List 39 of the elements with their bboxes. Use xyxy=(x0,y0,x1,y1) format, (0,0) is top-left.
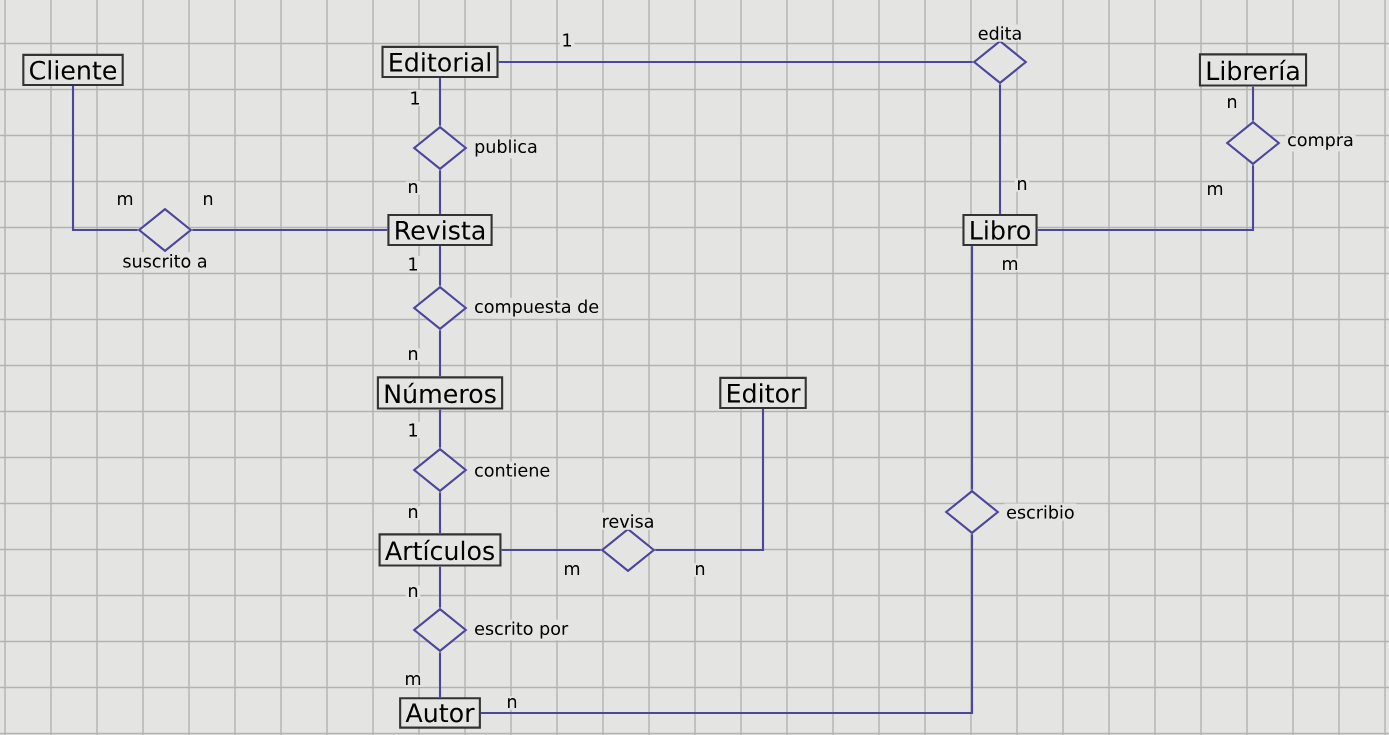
connector-line xyxy=(1037,165,1255,232)
entity-box: Librería xyxy=(1198,53,1308,87)
connector-line xyxy=(498,60,973,64)
relationship-label: escrito por xyxy=(472,619,570,641)
connector-line xyxy=(970,246,974,490)
relationship-label: contiene xyxy=(472,461,552,479)
entity-box: Números xyxy=(376,376,504,410)
connector-line xyxy=(438,409,442,448)
connector-line xyxy=(438,566,442,608)
connector-line xyxy=(71,86,138,232)
connector-line xyxy=(438,330,442,377)
cardinality-label: m xyxy=(402,673,424,687)
cardinality-label: m xyxy=(114,193,136,207)
connector-line xyxy=(998,84,1002,214)
relationship-label: publica xyxy=(472,137,540,159)
entity-box: Libro xyxy=(962,213,1038,247)
connector-line xyxy=(501,548,601,552)
connector-line xyxy=(480,534,974,715)
relationship-label: compuesta de xyxy=(472,297,601,319)
entity-box: Editor xyxy=(719,376,807,410)
cardinality-label: m xyxy=(1204,183,1226,197)
connector-line xyxy=(438,78,442,126)
connector-line xyxy=(192,228,388,232)
cardinality-label: m xyxy=(561,563,583,577)
connector-line xyxy=(1251,86,1255,121)
relationship-label: escribio xyxy=(1004,503,1077,521)
entity-box: Cliente xyxy=(22,53,124,87)
entity-box: Revista xyxy=(387,213,493,247)
entity-box: Artículos xyxy=(378,533,502,567)
relationship-label: compra xyxy=(1285,134,1356,152)
relationship-label: suscrito a xyxy=(120,252,210,270)
connector-line xyxy=(438,170,442,214)
connector-line xyxy=(438,492,442,534)
cardinality-label: m xyxy=(999,258,1021,272)
entity-box: Editorial xyxy=(381,45,499,79)
connector-line xyxy=(438,246,442,286)
connector-line xyxy=(438,652,442,698)
entity-box: Autor xyxy=(399,697,481,729)
connector-line xyxy=(655,409,765,552)
